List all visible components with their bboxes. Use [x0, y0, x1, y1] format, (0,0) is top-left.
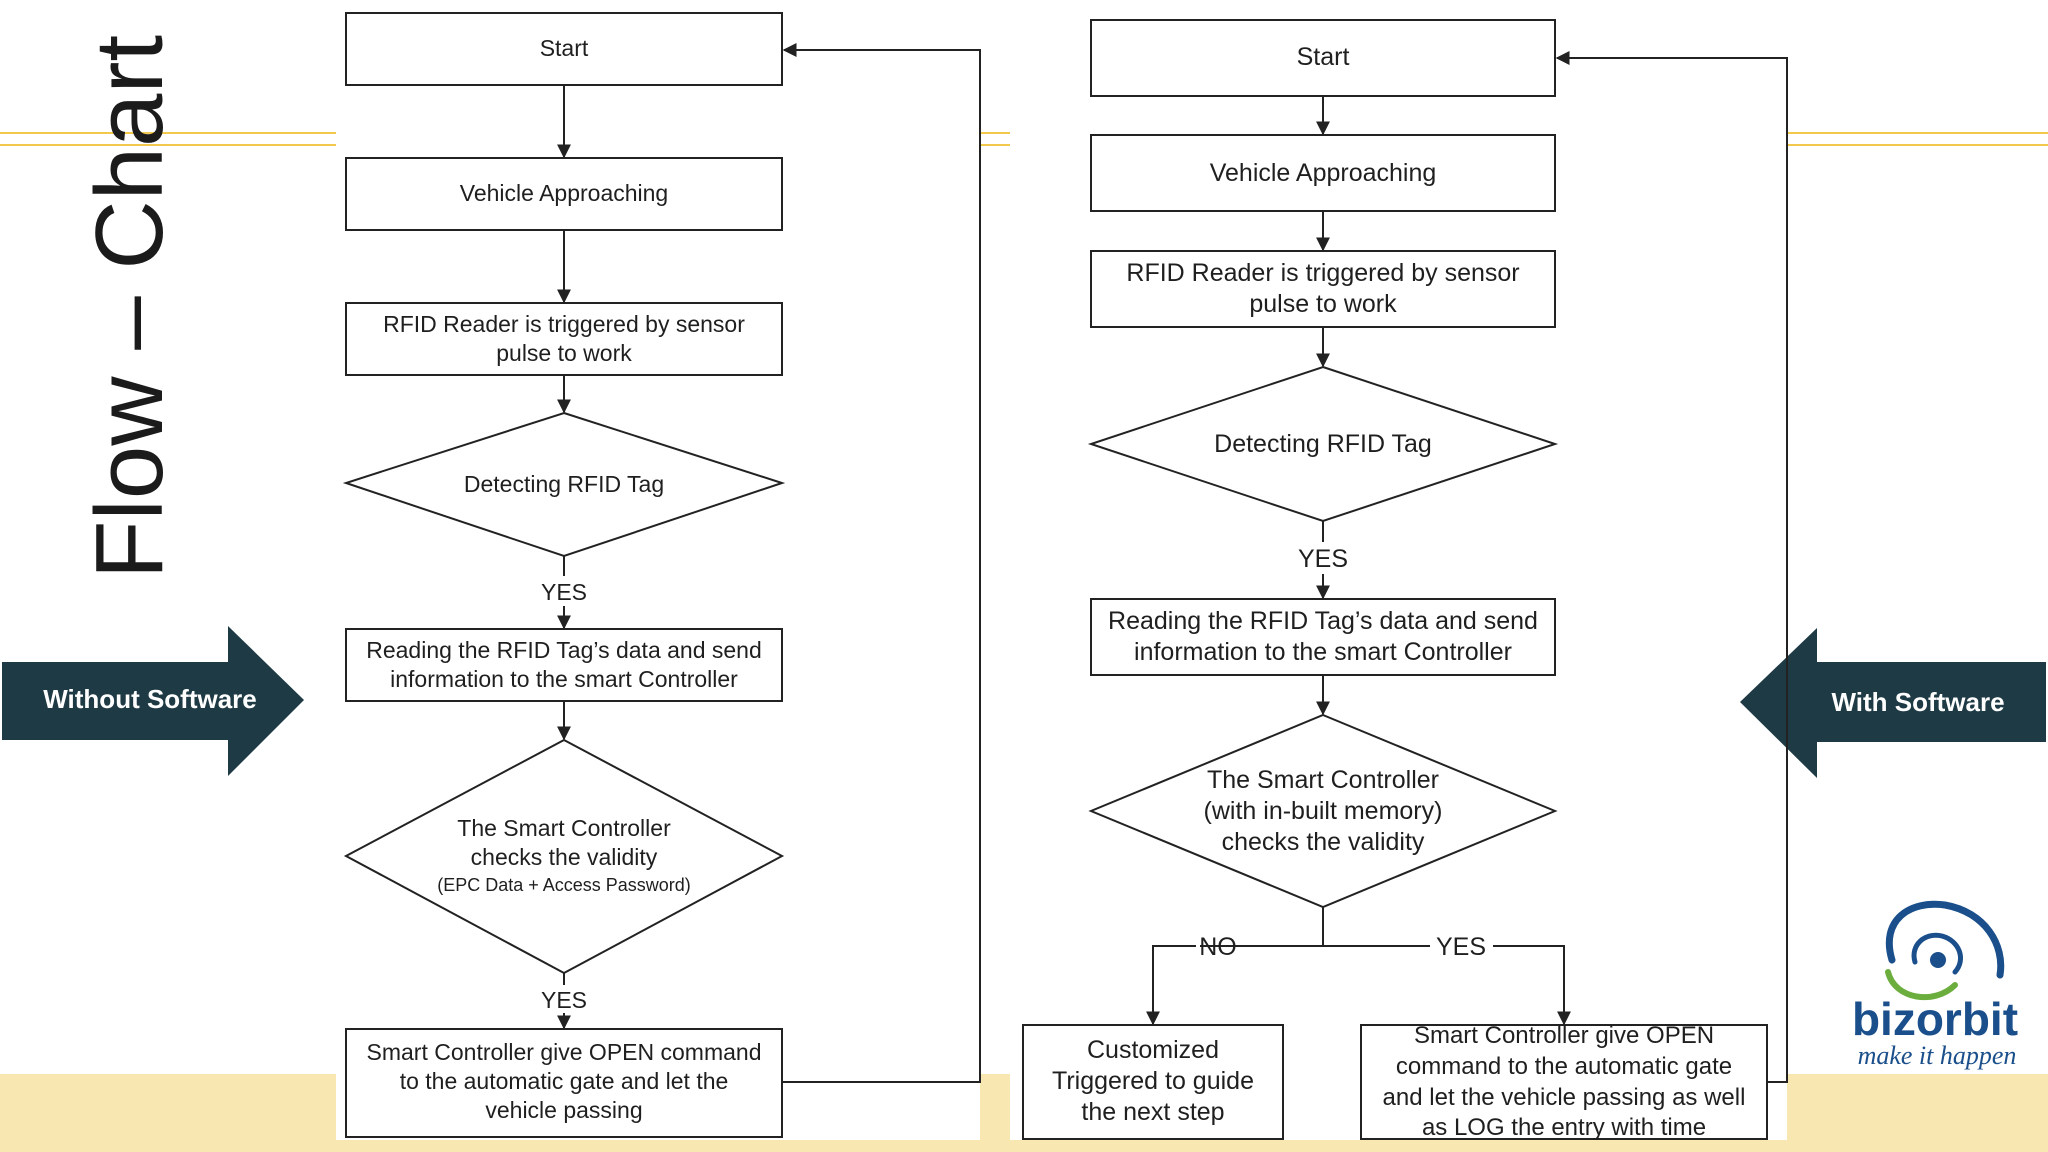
right-detect-label: Detecting RFID Tag	[1214, 430, 1432, 458]
left-check-label: checks the validity	[471, 844, 658, 870]
right-rfid-label: pulse to work	[1249, 290, 1397, 318]
right-custom-label: Customized	[1087, 1036, 1219, 1064]
left-open-box	[345, 1028, 783, 1138]
without-software-label: Without Software	[43, 684, 257, 714]
left-loop-back-connector	[782, 43, 981, 1083]
right-open-label: as LOG the entry with time	[1422, 1114, 1706, 1141]
left-flowchart	[342, 12, 981, 1138]
right-custom-label: the next step	[1081, 1098, 1224, 1126]
left-approaching-label: Vehicle Approaching	[460, 180, 668, 206]
right-approaching-label: Vehicle Approaching	[1210, 159, 1437, 187]
logo-tagline-text: make it happen	[1858, 1041, 2017, 1070]
left-yes-label: YES	[541, 987, 587, 1013]
right-start-label: Start	[1297, 43, 1350, 71]
left-approaching-box	[345, 157, 783, 231]
right-flowchart	[1022, 19, 1788, 1140]
right-check-label: checks the validity	[1222, 828, 1425, 856]
without-software-arrow: Without Software	[2, 626, 304, 776]
right-rfid-box	[1090, 250, 1556, 328]
right-flowchart-text: Start Vehicle Approaching RFID Reader is…	[1052, 43, 1745, 1141]
right-check-label: The Smart Controller	[1207, 766, 1439, 794]
right-start-box	[1090, 19, 1556, 97]
left-check-label: The Smart Controller	[457, 815, 671, 841]
left-start-box	[345, 12, 783, 86]
left-detect-label: Detecting RFID Tag	[464, 471, 664, 497]
left-rfid-box	[345, 302, 783, 376]
right-open-box	[1360, 1024, 1768, 1140]
left-read-box	[345, 628, 783, 702]
right-approaching-box	[1090, 134, 1556, 212]
right-yes-label: YES	[1298, 545, 1348, 573]
right-rfid-label: RFID Reader is triggered by sensor	[1126, 259, 1519, 287]
left-flowchart-text: Start Vehicle Approaching RFID Reader is…	[366, 35, 762, 1123]
left-yes-label: YES	[541, 579, 587, 605]
with-software-arrow: With Software	[1740, 628, 2046, 778]
left-open-label: Smart Controller give OPEN command	[367, 1039, 762, 1065]
left-check-label: (EPC Data + Access Password)	[437, 875, 691, 895]
orbit-swirl-icon	[1885, 900, 2005, 1001]
right-read-label: information to the smart Controller	[1134, 638, 1512, 666]
right-custom-label: Triggered to guide	[1052, 1067, 1254, 1095]
right-no-branch-connector	[1146, 945, 1196, 1026]
right-open-label: command to the automatic gate	[1396, 1053, 1732, 1080]
right-open-label: and let the vehicle passing as well	[1383, 1084, 1746, 1111]
right-yes-branch-connector	[1493, 945, 1571, 1026]
logo-brand-text: bizorbit	[1852, 993, 2018, 1045]
left-rfid-label: pulse to work	[496, 340, 632, 366]
right-custom-box	[1022, 1024, 1284, 1140]
left-rfid-label: RFID Reader is triggered by sensor	[383, 311, 745, 337]
left-open-label: to the automatic gate and let the	[400, 1068, 729, 1094]
right-open-label: Smart Controller give OPEN	[1414, 1022, 1714, 1049]
with-software-label: With Software	[1831, 687, 2004, 717]
slide-title: Flow – Chart	[76, 35, 183, 579]
left-read-label: Reading the RFID Tag’s data and send	[366, 637, 762, 663]
left-open-label: vehicle passing	[485, 1097, 642, 1123]
left-read-label: information to the smart Controller	[390, 666, 738, 692]
right-yes-label: YES	[1436, 933, 1486, 961]
right-no-label: NO	[1199, 933, 1237, 961]
bizorbit-logo: bizorbit make it happen	[1852, 900, 2018, 1070]
left-start-label: Start	[540, 35, 589, 61]
right-loop-back-connector	[1555, 51, 1788, 1083]
right-read-label: Reading the RFID Tag’s data and send	[1108, 607, 1538, 635]
gold-rule-lines	[0, 132, 2048, 146]
right-check-label: (with in-built memory)	[1204, 797, 1443, 825]
